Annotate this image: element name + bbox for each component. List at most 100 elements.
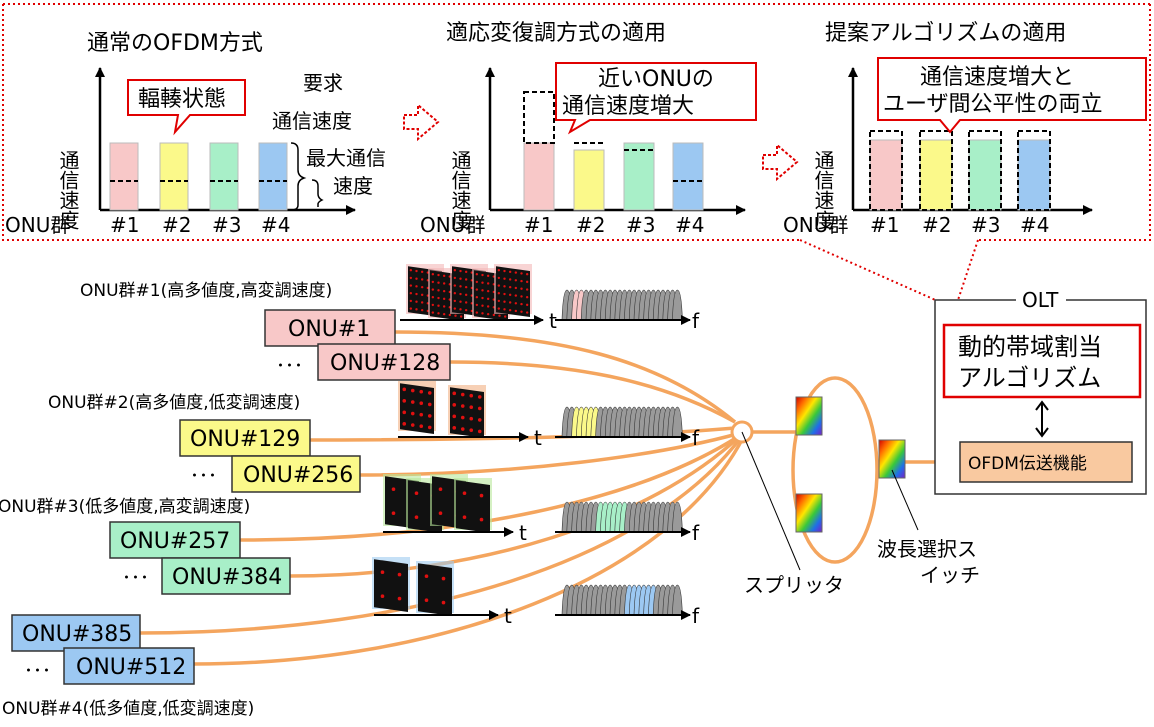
top-frame [2,3,1151,241]
onu512-label: ONU#512 [76,655,186,680]
subcarrier-spectrum [561,501,683,533]
panel3-group-label: ONU群 [783,213,848,237]
spectra: f f f f [555,289,700,628]
panel3-cat-4: #4 [1020,213,1049,237]
subcarrier-spectrum [561,406,683,438]
panel3-title: 提案アルゴリズムの適用 [825,21,1066,46]
group1-label: ONU群#1(高多値度,高変調速度) [80,281,332,301]
ofdm-symbol [454,478,492,534]
panel1-callout: 輻輳状態 [138,87,226,112]
onu257-label: ONU#257 [120,529,230,554]
wss-filter-bottom [795,493,823,533]
panel2-callout-2: 通信速度増大 [562,94,694,119]
olt-title: OLT [1022,288,1059,312]
time-label: t [534,426,542,450]
freq-label: f [692,426,700,450]
panel2-ylabel: 通信速度 [448,150,472,230]
panel2-callout-1: 近いONUの [598,67,714,92]
ofdm-symbol [416,561,454,617]
onu1-box [264,309,396,347]
olt-bidirectional-arrow [1035,400,1049,438]
freq-label: f [692,309,700,333]
panel3-bar-3 [968,139,1002,211]
freq-label: f [692,521,700,545]
max-label-2: 速度 [333,174,373,198]
onu384-label: ONU#384 [172,565,282,590]
wss-label-2: イッチ [920,563,980,587]
onu1-label: ONU#1 [288,317,370,342]
panel2-bar-3 [623,142,655,211]
panel3-callout-2: ユーザ間公平性の両立 [883,92,1103,117]
ofdm-symbol [398,381,436,434]
panel1-group-label: ONU群 [5,213,70,237]
panel2-group-label: ONU群 [420,213,485,237]
olt-algo-1: 動的帯域割当 [958,333,1102,361]
olt-transport-box [959,441,1133,483]
panel2-title: 適応変復調方式の適用 [446,21,666,46]
splitter-label: スプリッタ [744,573,844,597]
panel1-cat-4: #4 [261,213,290,237]
max-label-1: 最大通信 [306,146,386,170]
panel1-bar-3 [209,142,239,211]
panel2-bar-2 [573,149,605,211]
panel3-callout-1: 通信速度増大と [920,65,1074,90]
onu512-box [63,647,195,685]
panel2-bar-4 [672,142,704,211]
group2-ellipsis: ･･･ [190,466,217,487]
group4-label: ONU群#4(低多値度,低変調速度) [2,699,254,719]
olt-link-dotted-2 [957,239,979,301]
wss-label-1: 波長選択ス [877,537,977,561]
required-label-1: 要求 [303,71,343,95]
panel1-bar-2 [159,142,189,211]
freq-label: f [692,604,700,628]
ofdm-symbol [448,385,486,439]
panel2-cat-2: #2 [576,213,605,237]
max-brace [311,179,324,207]
onu128-box [317,343,451,381]
time-label: t [519,521,527,545]
onu128-label: ONU#128 [330,351,440,376]
panel1-chart: 通信速度 ONU群 #1 #2 #3 #4 輻輳状態 要求 通信速度 最大通信 … [5,67,386,237]
panel2-cat-4: #4 [675,213,704,237]
panel3-bar-2 [919,139,953,211]
panel3-callout-box [877,57,1147,134]
onu385-label: ONU#385 [22,622,132,647]
panel1-ylabel: 通信速度 [56,150,80,230]
wss-filter-right [878,439,906,479]
olt-link-dotted [799,239,959,311]
onu384-box [161,557,291,595]
onu256-box [231,455,361,493]
panel3-ylabel: 通信速度 [811,150,835,230]
group3-label: ONU群#3(低多値度,高変調速度) [0,497,250,517]
panel1-cat-1: #1 [110,213,139,237]
wss-filter-top [795,396,823,436]
panel-arrow-2 [762,142,799,182]
panel3-cat-1: #1 [870,213,899,237]
onu129-label: ONU#129 [190,427,300,452]
panel2-callout-box [555,62,757,135]
subcarrier-spectrum [561,584,683,616]
required-brace [290,142,307,211]
panel1-callout-box [127,79,246,136]
ofdm-symbol [494,264,532,318]
panel2-cat-3: #3 [626,213,655,237]
olt-algo-2: アルゴリズム [958,364,1101,392]
olt-algorithm-box [942,323,1142,399]
panel1-cat-2: #2 [162,213,191,237]
panel3-chart: 通信速度 ONU群 #1 #2 #3 #4 通信速度増大と ユーザ間公平性の両立 [783,57,1147,237]
time-label: t [549,309,557,333]
ofdm-symbol [372,557,410,612]
panel1-bar-1 [109,142,139,211]
panel3-bar-4 [1017,139,1051,211]
panel1-bar-4 [258,142,288,211]
required-label-2: 通信速度 [272,109,352,133]
onu385-box [11,614,141,652]
panel3-cat-3: #3 [971,213,1000,237]
group3-ellipsis: ･･･ [122,568,149,589]
fiber-lines [139,330,960,666]
group4-ellipsis: ･･･ [24,661,51,682]
group1-ellipsis: ･･･ [276,356,303,377]
